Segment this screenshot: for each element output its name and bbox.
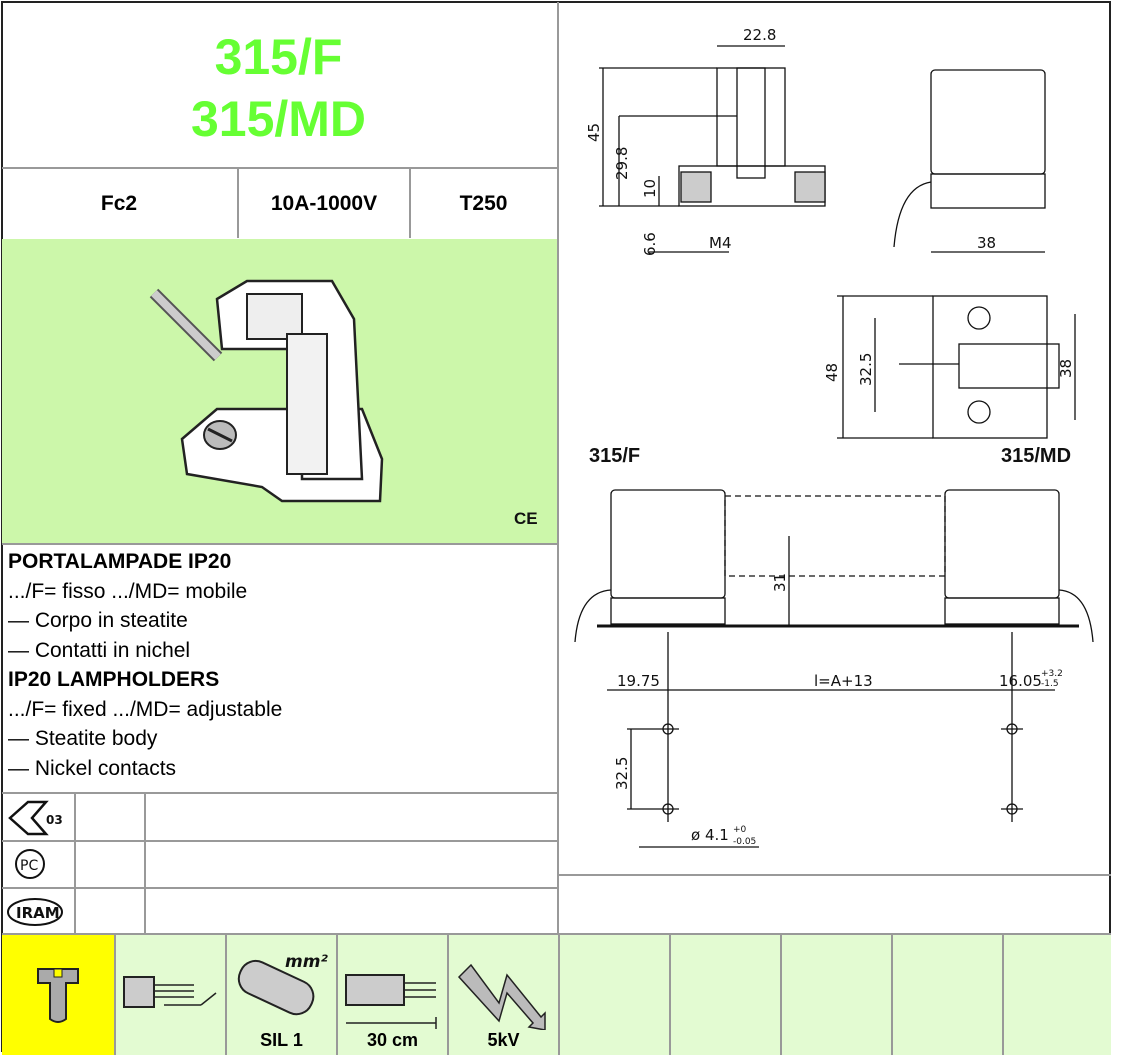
stripped-wire-icon — [123, 976, 217, 1008]
divider — [74, 794, 76, 935]
feature-stripped-wire — [114, 935, 225, 1055]
divider — [2, 887, 557, 889]
divider — [2, 167, 557, 169]
divider — [237, 169, 239, 238]
feature-empty — [558, 935, 669, 1055]
dim-left-offset: 19.75 — [617, 672, 660, 690]
technical-drawing: 22.8 45 29.8 10 6.6 M4 38 48 32.5 — [574, 26, 1094, 848]
dim-plan-hole: 32.5 — [857, 353, 875, 386]
dim-screw-depth: 6.6 — [641, 232, 659, 256]
enec-icon: 03 — [8, 800, 63, 836]
dim-height-mid: 29.8 — [613, 147, 631, 180]
feature-cable-length: 30 cm — [336, 935, 447, 1055]
lamp-base: Fc2 — [100, 192, 138, 215]
dim-screw: M4 — [709, 234, 732, 252]
dim-right-tol-plus: +3.2 — [1041, 669, 1063, 679]
electrical-rating: 10A-1000V — [270, 192, 378, 215]
feature-empty — [669, 935, 780, 1055]
dim-plan-outer: 48 — [823, 363, 841, 382]
dim-hole-spacing: 32.5 — [613, 757, 631, 790]
product-code-fixed: 315/F — [214, 29, 343, 85]
high-voltage-icon — [457, 963, 546, 1031]
svg-text:IRAM: IRAM — [16, 904, 60, 922]
dim-hole-dia: ø 4.1 — [691, 826, 729, 844]
temperature-rating: T250 — [459, 192, 508, 215]
label-fixed: 315/F — [589, 445, 640, 467]
lampholder-illustration: CE — [149, 279, 538, 528]
italian-line: — Contatti in nichel — [8, 638, 191, 662]
plan-view: 48 32.5 38 — [823, 295, 1076, 439]
dim-width-top: 22.8 — [743, 26, 776, 44]
italian-heading: PORTALAMPADE IP20 — [8, 550, 232, 573]
product-code-mobile: 315/MD — [190, 91, 367, 147]
dim-side-width: 38 — [977, 234, 996, 252]
english-heading: IP20 LAMPHOLDERS — [8, 668, 220, 691]
front-view: 22.8 45 29.8 10 6.6 M4 — [585, 26, 826, 256]
iram-icon: IRAM — [7, 898, 63, 926]
dim-height-base: 10 — [641, 179, 659, 198]
cable-length-icon — [345, 974, 437, 1029]
side-view: 38 — [893, 69, 1046, 253]
dim-length: l=A+13 — [814, 672, 873, 690]
feature-screw-terminal — [2, 935, 114, 1055]
dim-hole-tol-plus: +0 — [733, 825, 747, 835]
italian-line: — Corpo in steatite — [8, 609, 188, 632]
english-line: .../F= fixed .../MD= adjustable — [8, 697, 283, 721]
screw-terminal-icon — [37, 968, 79, 1023]
feature-label: 30 cm — [366, 1030, 419, 1050]
svg-text:03: 03 — [46, 813, 63, 827]
cross-section-unit: mm² — [285, 952, 328, 972]
svg-text:PC: PC — [20, 858, 38, 874]
feature-empty — [780, 935, 891, 1055]
italian-line: .../F= fisso .../MD= mobile — [8, 579, 248, 603]
gost-r-icon: PC — [15, 849, 45, 879]
divider — [2, 840, 557, 842]
feature-high-voltage: 5kV — [447, 935, 558, 1055]
divider — [144, 794, 146, 935]
feature-label: 5kV — [487, 1030, 520, 1050]
description: PORTALAMPADE IP20 .../F= fisso .../MD= m… — [8, 547, 282, 783]
dim-right-tol-minus: -1.5 — [1041, 679, 1059, 689]
divider — [557, 2, 559, 935]
divider — [2, 792, 557, 794]
dim-plan-width: 38 — [1057, 359, 1075, 378]
feature-label: SIL 1 — [260, 1030, 303, 1050]
dim-right-offset: 16.05 — [999, 672, 1042, 690]
divider — [409, 169, 411, 238]
dim-height-total: 45 — [585, 123, 603, 142]
silicone-cable-icon: mm² — [237, 952, 328, 1016]
dim-tube-height: 31 — [771, 573, 789, 592]
english-line: — Nickel contacts — [8, 756, 177, 780]
divider — [2, 933, 1111, 935]
feature-empty — [891, 935, 1002, 1055]
dim-hole-tol-minus: -0.05 — [733, 837, 756, 847]
assembly-view: 315/F 315/MD 31 19.75 l=A+13 16.05 +3.2 … — [574, 445, 1094, 848]
feature-silicone-cable: mm² SIL 1 — [225, 935, 336, 1055]
product-photo: CE — [2, 239, 557, 545]
label-mobile: 315/MD — [1001, 445, 1071, 467]
feature-empty — [1002, 935, 1111, 1055]
english-line: — Steatite body — [8, 727, 158, 750]
divider — [559, 874, 1111, 876]
ce-mark: CE — [514, 509, 538, 528]
